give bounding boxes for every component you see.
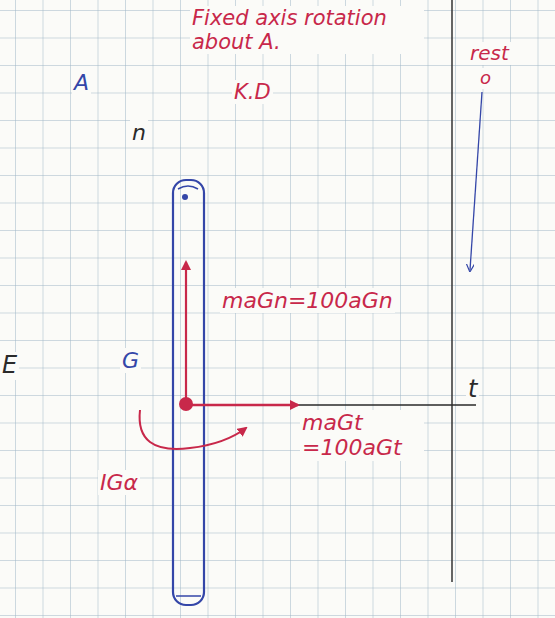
rod-end: [176, 595, 201, 597]
force-label: maGn=100aGn: [220, 288, 395, 313]
diagram-tag: K.D: [232, 80, 273, 104]
moment-label: IGα: [98, 470, 140, 495]
rod-end: [178, 186, 198, 189]
tangential-inertia-vector: [190, 404, 298, 407]
point-label: G: [120, 348, 141, 373]
state-value: o: [478, 68, 493, 89]
point-label: A: [72, 70, 91, 95]
rod: [173, 180, 204, 605]
edge-letter: E: [0, 352, 19, 380]
paper-line: [451, 0, 453, 582]
axis-label: n: [130, 120, 148, 145]
state-note: rest: [468, 42, 511, 65]
t-axis: [188, 404, 476, 406]
axis-label: t: [466, 376, 479, 404]
rest-pointer: [470, 92, 482, 270]
mass-center: [179, 397, 193, 411]
note: Fixed axis rotation about A.: [190, 6, 424, 54]
normal-inertia-vector: [185, 262, 187, 400]
moment-arc: [140, 410, 246, 449]
pin-A: [182, 194, 188, 200]
force-label: maGt =100aGt: [300, 410, 424, 461]
